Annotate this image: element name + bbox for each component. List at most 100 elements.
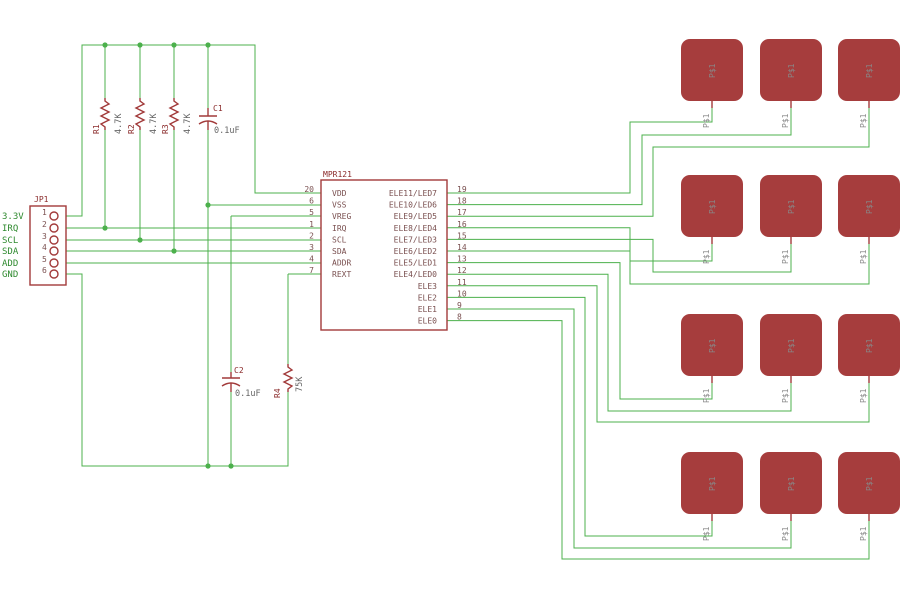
- capacitor-c1: C1 0.1uF: [198, 104, 240, 136]
- connector-pin: [49, 258, 59, 268]
- ic-pin-name: ELE8/LED4: [394, 224, 438, 233]
- junction-dot: [137, 237, 143, 243]
- ic-pin-number: 13: [457, 255, 467, 264]
- touch-pad: [838, 314, 900, 376]
- connector-pin-number: 4: [42, 243, 47, 252]
- resistor-value: 4.7K: [114, 113, 124, 134]
- c2-ref: C2: [234, 366, 244, 375]
- ic-pin-number: 12: [457, 266, 467, 275]
- touch-pad: [760, 39, 822, 101]
- ic-pin-number: 14: [457, 243, 467, 252]
- touch-pad: [838, 39, 900, 101]
- ic-pin-number: 5: [309, 208, 314, 217]
- ic-pin-name: ELE1: [418, 305, 437, 314]
- junctions: [102, 42, 234, 469]
- connector-pin-number: 3: [42, 232, 47, 241]
- pad-pin-label: P$1: [702, 249, 711, 264]
- ic-pin-number: 10: [457, 289, 467, 298]
- connector-pin-number: 1: [42, 208, 47, 217]
- ic-pin-name: IRQ: [332, 224, 347, 233]
- pad-pin-label: P$1: [781, 249, 790, 264]
- resistor-ref: R1: [92, 124, 101, 134]
- pad-pin-label: P$1: [781, 388, 790, 403]
- pad-pin-label: P$1: [859, 113, 868, 128]
- ic-pin-number: 2: [309, 231, 314, 240]
- capacitor-c2: C2 0.1uF: [221, 366, 261, 399]
- ic-pin-name: ELE2: [418, 293, 437, 302]
- resistor-body: [134, 98, 146, 130]
- ic-pin-number: 7: [309, 266, 314, 275]
- wire-electrode: [447, 273, 792, 412]
- connector-jp1: JP1 1 3.3V 2 IRQ 3 SCL 4 SDA 5 ADD 6 GND: [2, 195, 67, 286]
- touch-pad: [681, 175, 743, 237]
- connector-pin-number: 2: [42, 220, 47, 229]
- ic-body: [320, 179, 448, 331]
- touch-pad: [681, 452, 743, 514]
- ic-pin-name: ADDR: [332, 259, 351, 268]
- ic-pin-name: ELE4/LED0: [394, 270, 438, 279]
- connector-net-label: IRQ: [2, 224, 18, 234]
- pad-pin-label: P$1: [781, 526, 790, 541]
- ic-pin-number: 19: [457, 185, 467, 194]
- connector-pin-number: 6: [42, 266, 47, 275]
- junction-dot: [205, 202, 211, 208]
- ic-pin-name: ELE7/LED3: [394, 235, 438, 244]
- ic-pin-number: 1: [309, 220, 314, 229]
- ic-pin-name: ELE9/LED5: [394, 212, 438, 221]
- ic-pin-number: 16: [457, 220, 467, 229]
- connector-pin: [49, 235, 59, 245]
- ic-pin-name: ELE5/LED1: [394, 259, 438, 268]
- connector-net-label: SDA: [2, 247, 19, 257]
- ic-pin-number: 15: [457, 231, 467, 240]
- ic-pin-number: 11: [457, 278, 467, 287]
- touch-pad: [681, 39, 743, 101]
- ic-pin-name: SCL: [332, 235, 347, 244]
- junction-dot: [102, 42, 108, 48]
- wire-gnd: [66, 273, 289, 467]
- wire-vdd: [66, 44, 321, 217]
- r4-value: 75K: [295, 376, 305, 392]
- connector-net-label: ADD: [2, 259, 18, 269]
- connector-pin: [49, 246, 59, 256]
- connector-body: [29, 205, 67, 286]
- connector-ref: JP1: [34, 195, 49, 204]
- pad-pin-label: P$1: [702, 113, 711, 128]
- wire-electrode: [447, 244, 870, 285]
- pad-pin-label: P$1: [702, 388, 711, 403]
- ic-pin-number: 6: [309, 197, 314, 206]
- c1-ref: C1: [213, 104, 223, 113]
- connector-pin: [49, 211, 59, 221]
- touch-pad: [760, 452, 822, 514]
- connector-pin-number: 5: [42, 255, 47, 264]
- ic-pin-name: VSS: [332, 201, 347, 210]
- ic-pin-number: 9: [457, 301, 462, 310]
- ic-pin-number: 20: [304, 185, 314, 194]
- wire-electrode: [447, 108, 792, 206]
- connector-net-label: SCL: [2, 236, 18, 246]
- touch-pad: [681, 314, 743, 376]
- touch-pad: [760, 175, 822, 237]
- resistor-ref: R3: [161, 124, 170, 134]
- pad-label: P$1: [708, 63, 717, 78]
- ic-ref: MPR121: [323, 170, 352, 179]
- junction-dot: [228, 463, 234, 469]
- wire-electrode: [447, 227, 713, 262]
- ic-pin-name: VDD: [332, 189, 347, 198]
- c2-value: 0.1uF: [235, 389, 261, 399]
- resistor-value: 4.7K: [149, 113, 159, 134]
- pad-label: P$1: [708, 199, 717, 214]
- ic-pin-name: ELE0: [418, 317, 437, 326]
- connector-net-label: 3.3V: [2, 212, 24, 222]
- connector-net-label: GND: [2, 270, 18, 280]
- ic-pin-number: 18: [457, 197, 467, 206]
- touch-pad: [838, 175, 900, 237]
- junction-dot: [102, 225, 108, 231]
- wire-electrode: [447, 262, 713, 400]
- pad-label: P$1: [787, 199, 796, 214]
- resistor-body: [168, 98, 180, 130]
- connector-pin: [49, 269, 59, 279]
- connector-pin: [49, 223, 59, 233]
